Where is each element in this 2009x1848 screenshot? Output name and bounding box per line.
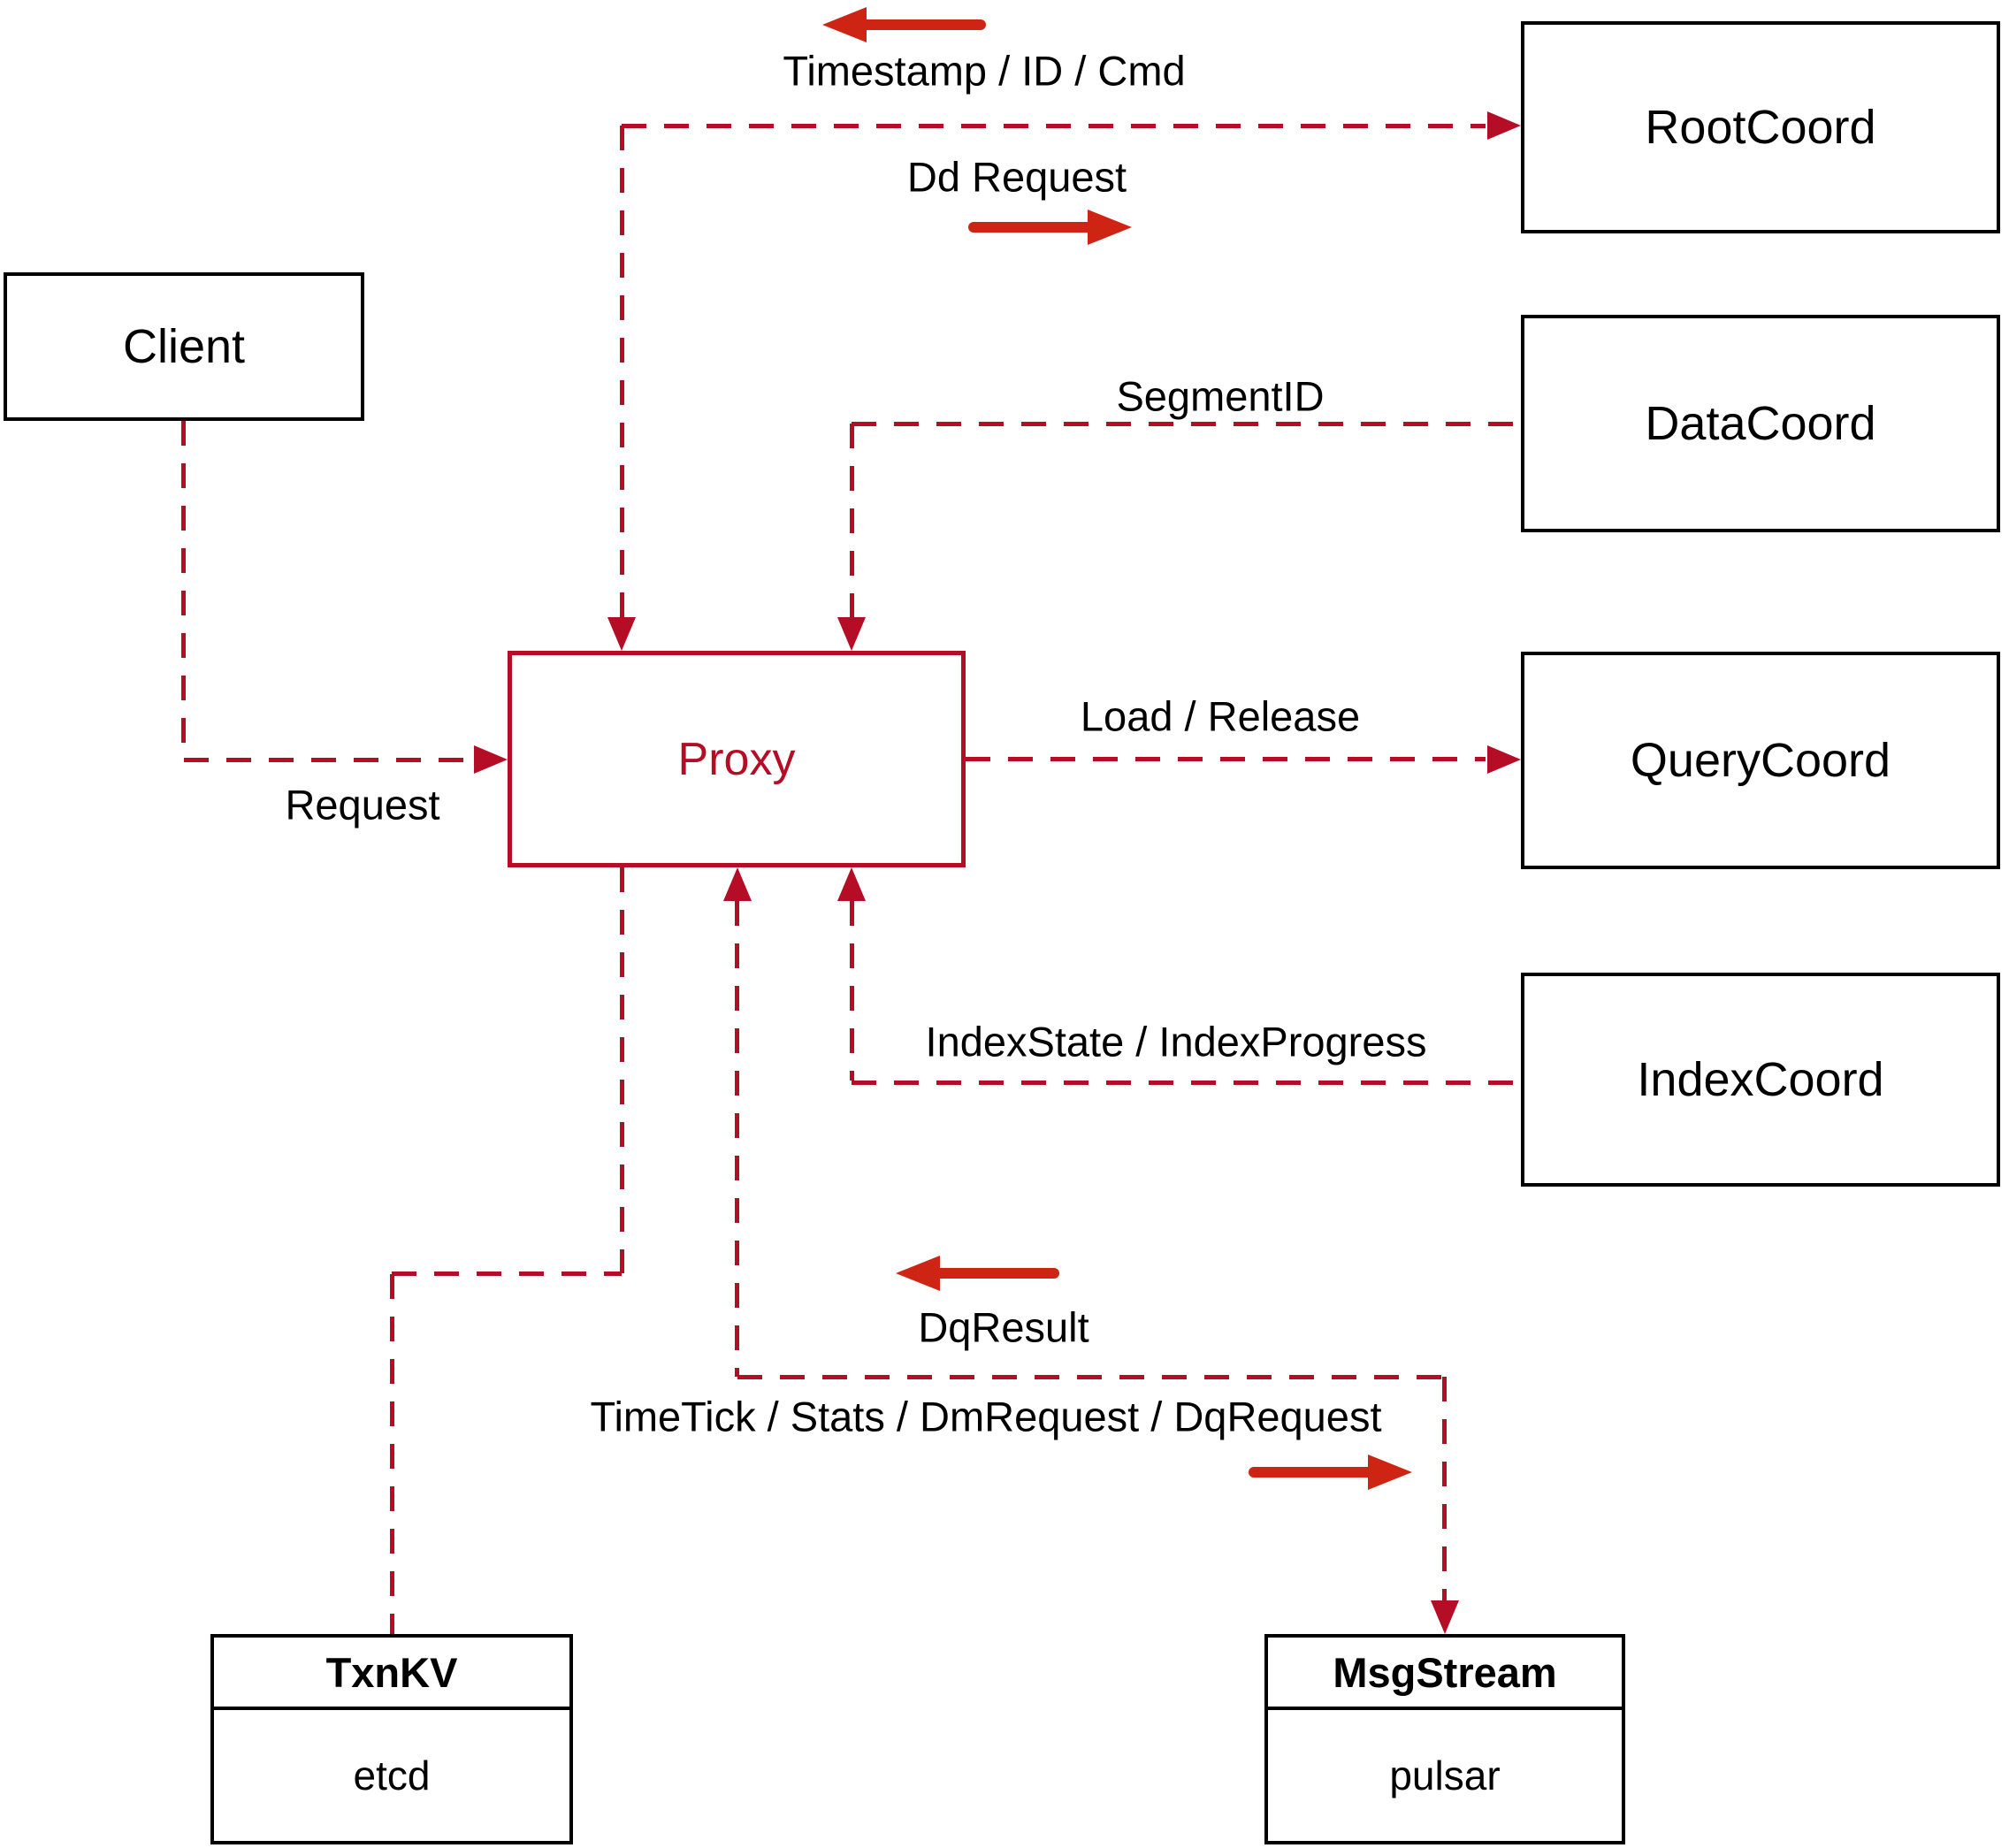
node-client: Client	[4, 272, 364, 421]
node-indexcoord-label: IndexCoord	[1637, 1053, 1884, 1106]
node-msgstream-cell: pulsar	[1389, 1753, 1501, 1798]
node-txnkv: TxnKV etcd	[210, 1634, 573, 1844]
connector-indexcoord-proxy-horizontal	[852, 1081, 1521, 1085]
connector-proxy-msgstream-vertical-2	[1442, 1377, 1447, 1600]
connector-datacoord-proxy-horizontal	[852, 422, 1521, 426]
arrowhead-into-proxy-left-icon	[474, 745, 508, 774]
arrow-right-timetick-icon	[1249, 1455, 1412, 1490]
connector-proxy-txnkv-vertical-2	[390, 1274, 394, 1634]
node-querycoord: QueryCoord	[1521, 652, 2000, 869]
connector-proxy-txnkv-vertical-1	[620, 867, 624, 1273]
connector-proxy-rootcoord-vertical	[620, 126, 624, 618]
connector-proxy-msgstream-vertical-1	[735, 901, 739, 1377]
node-indexcoord: IndexCoord	[1521, 973, 2000, 1187]
arrowhead-into-proxy-bottom-left-icon	[723, 867, 752, 901]
connector-datacoord-proxy-vertical	[850, 424, 854, 617]
node-msgstream-header: MsgStream	[1268, 1638, 1622, 1710]
arrowhead-into-rootcoord-icon	[1487, 111, 1521, 140]
arrow-left-dqresult-icon	[896, 1256, 1059, 1291]
node-datacoord-label: DataCoord	[1645, 397, 1876, 450]
arrowhead-into-proxy-top-left-icon	[607, 617, 636, 651]
connector-proxy-msgstream-horizontal	[737, 1375, 1445, 1379]
node-datacoord: DataCoord	[1521, 315, 2000, 532]
label-request: Request	[285, 781, 440, 829]
connector-proxy-txnkv-horizontal	[392, 1271, 622, 1276]
label-timestamp-id-cmd: Timestamp / ID / Cmd	[783, 47, 1186, 95]
arrowhead-into-proxy-bottom-right-icon	[837, 867, 866, 901]
connector-proxy-querycoord	[966, 757, 1486, 761]
arrow-left-timestamp-icon	[822, 7, 986, 42]
node-proxy-label: Proxy	[677, 733, 796, 785]
arrowhead-into-msgstream-icon	[1431, 1600, 1459, 1634]
node-rootcoord: RootCoord	[1521, 21, 2000, 233]
node-msgstream: MsgStream pulsar	[1264, 1634, 1625, 1844]
label-timetick-stats-dmrequest-dqrequest: TimeTick / Stats / DmRequest / DqRequest	[590, 1393, 1382, 1440]
node-txnkv-header: TxnKV	[214, 1638, 569, 1710]
label-segmentid: SegmentID	[1116, 372, 1325, 420]
connector-indexcoord-proxy-vertical	[850, 901, 854, 1081]
node-client-label: Client	[122, 320, 246, 373]
connector-proxy-rootcoord-horizontal	[622, 124, 1486, 128]
arrow-right-dd-request-icon	[968, 210, 1132, 245]
node-proxy: Proxy	[508, 651, 966, 867]
label-dqresult: DqResult	[918, 1303, 1089, 1351]
node-txnkv-cell: etcd	[353, 1753, 431, 1798]
label-indexstate-indexprogress: IndexState / IndexProgress	[925, 1018, 1427, 1065]
node-rootcoord-label: RootCoord	[1645, 101, 1876, 154]
arrowhead-into-querycoord-icon	[1487, 745, 1521, 774]
node-querycoord-label: QueryCoord	[1630, 734, 1891, 787]
connector-client-proxy-vertical	[181, 421, 186, 760]
connector-client-proxy-horizontal	[184, 758, 472, 762]
label-dd-request: Dd Request	[906, 153, 1127, 201]
label-load-release: Load / Release	[1080, 692, 1361, 740]
arrowhead-into-proxy-top-right-icon	[837, 617, 866, 651]
